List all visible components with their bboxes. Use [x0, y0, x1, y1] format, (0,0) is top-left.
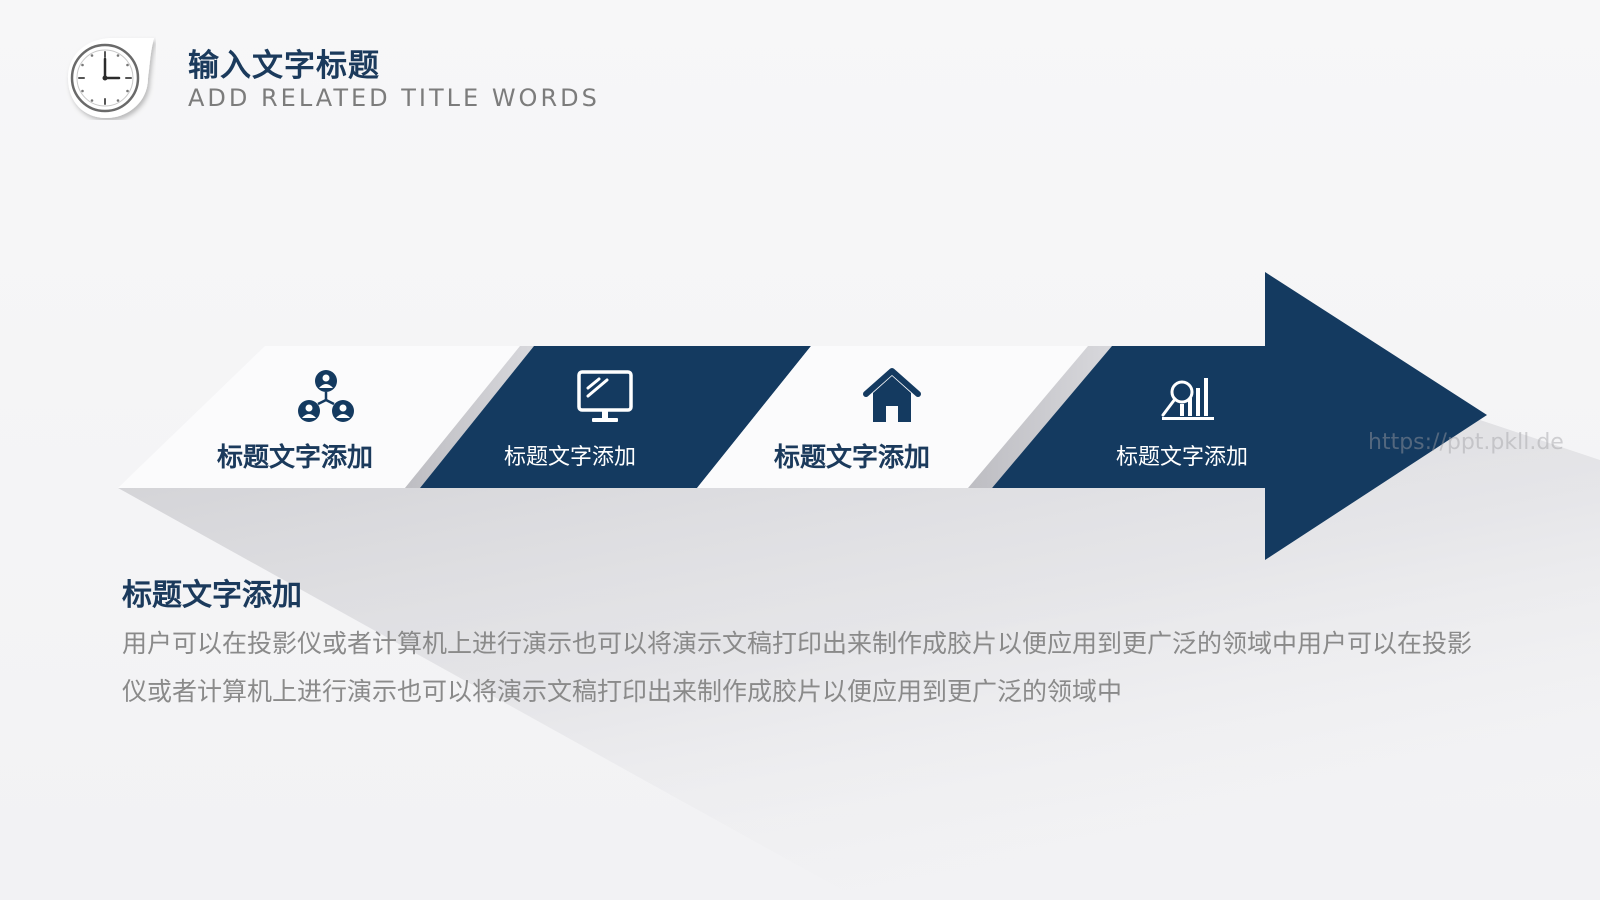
page-subtitle: ADD RELATED TITLE WORDS [188, 84, 600, 112]
watermark: https://ppt.pkll.de [1368, 430, 1564, 455]
panel-edge-2 [968, 346, 1112, 488]
clock-icon [68, 38, 154, 118]
step-1-label: 标题文字添加 [216, 443, 373, 473]
page-title: 输入文字标题 [188, 48, 380, 84]
section-text: 用户可以在投影仪或者计算机上进行演示也可以将演示文稿打印出来制作成胶片以便应用到… [122, 629, 1473, 706]
arrow-shadow [118, 420, 1600, 900]
team-network-icon [298, 370, 354, 422]
chart-search-icon [1161, 378, 1214, 420]
panel-2 [420, 346, 811, 488]
step-2-label: 标题文字添加 [503, 445, 636, 470]
step-3-label: 标题文字添加 [773, 443, 930, 473]
arrow-body [992, 272, 1487, 560]
monitor-icon [577, 370, 633, 422]
section-title: 标题文字添加 [122, 578, 302, 613]
house-icon [863, 368, 921, 422]
panel-edge-1 [405, 346, 534, 488]
step-4-label: 标题文字添加 [1115, 445, 1248, 470]
panel-1 [118, 346, 520, 488]
